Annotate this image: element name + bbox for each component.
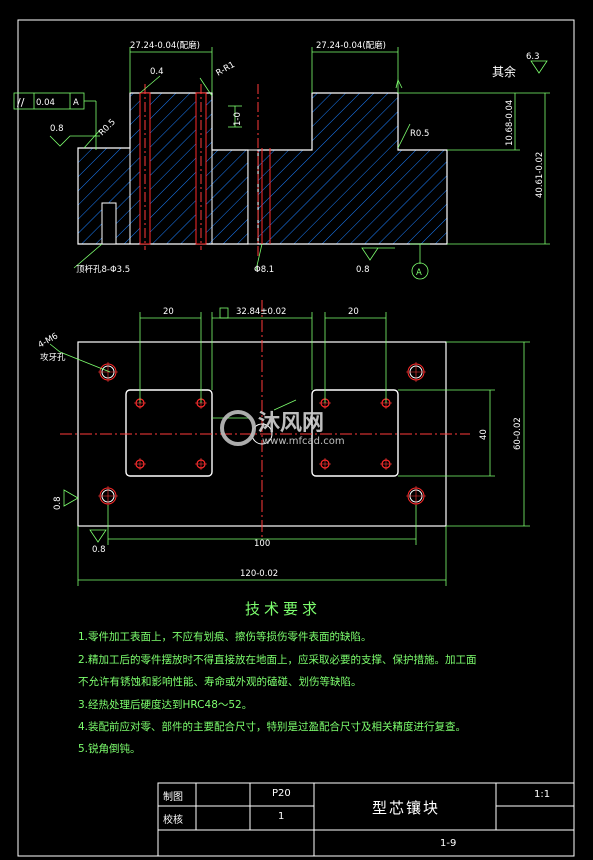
note-line: 4.装配前应对零、部件的主要配合尺寸，特别是过盈配合尺寸及相关精度进行复查。 — [78, 721, 467, 734]
chamfer-left: R0.5 — [97, 117, 118, 138]
side-rough: 0.8 — [53, 496, 63, 510]
center-hole-note: Φ8.1 — [254, 265, 274, 275]
thread-note: 4-M6 — [37, 331, 60, 350]
plan-right-width: 20 — [348, 307, 359, 317]
pin-hole-note: 顶杆孔8-Φ3.5 — [76, 264, 130, 275]
dim-height-step: 10.68-0.04 — [505, 100, 515, 146]
scale-value: 1:1 — [534, 789, 551, 800]
note-line: 3.经热处理后硬度达到HRC48～52。 — [78, 698, 253, 711]
note-line: 5.锐角倒钝。 — [78, 743, 141, 756]
dim-total-height: 40.61-0.02 — [535, 152, 545, 198]
quantity-value: 1 — [278, 811, 285, 822]
technical-notes: 技术要求 1.零件加工表面上，不应有划痕、擦伤等损伤零件表面的缺陷。 2.精加工… — [78, 598, 518, 761]
plan-dimensions — [49, 307, 530, 586]
plan-total-width: 120-0.02 — [240, 569, 278, 579]
section-view — [77, 84, 448, 256]
chamfer-right: R0.5 — [410, 129, 429, 139]
dim-top-left-width: 27.24-0.04(配磨) — [130, 40, 200, 51]
notes-title: 技术要求 — [244, 600, 321, 618]
plan-inner-height: 40 — [479, 429, 489, 440]
material-value: P20 — [272, 788, 291, 799]
dim-radius-small: R-R1 — [215, 60, 237, 79]
plan-view — [60, 300, 470, 540]
watermark-brand: 沐风网 — [258, 411, 324, 436]
watermark: 沐风网 www.mfcad.com — [220, 410, 345, 447]
note-line: 1.零件加工表面上，不应有划痕、擦伤等损伤零件表面的缺陷。 — [78, 631, 372, 644]
gdt-parallel-datum: A — [73, 98, 79, 108]
hole-spacing: 100 — [254, 539, 270, 549]
plan-total-height: 60-0.02 — [513, 417, 523, 450]
datum-label: A — [416, 268, 422, 278]
dim-upper-slot: 0.4 — [150, 67, 164, 77]
watermark-url: www.mfcad.com — [262, 436, 345, 447]
plan-center-width: 32.84±0.02 — [236, 307, 286, 317]
checked-label: 校核 — [163, 815, 183, 826]
gdt-parallel-value: 0.04 — [36, 98, 55, 108]
gdt-parallel-symbol: // — [17, 96, 25, 109]
plan-left-width: 20 — [163, 307, 174, 317]
thread-note-2: 攻牙孔 — [40, 352, 66, 363]
drawing-number: 1-9 — [440, 838, 457, 849]
bottom-rough-2: 0.8 — [92, 545, 106, 555]
dim-top-right-width: 27.24-0.04(配磨) — [316, 40, 386, 51]
title-block — [157, 782, 575, 857]
rest-roughness-value: 6.3 — [526, 52, 540, 62]
section-dimensions — [13, 47, 550, 280]
note-line: 不允许有锈蚀和影响性能、寿命或外观的磕碰、划伤等缺陷。 — [78, 676, 362, 689]
part-name: 型芯镶块 — [372, 799, 441, 817]
rest-roughness-label: 其余 — [492, 64, 516, 79]
note-line: 2.精加工后的零件摆放时不得直接放在地面上，应采取必要的支撑、保护措施。加工面 — [78, 653, 477, 666]
drawn-label: 制图 — [163, 792, 183, 803]
dim-edge-tol: 1-0 — [233, 112, 243, 126]
bottom-rough: 0.8 — [356, 265, 370, 275]
rough-left-value: 0.8 — [50, 124, 64, 134]
